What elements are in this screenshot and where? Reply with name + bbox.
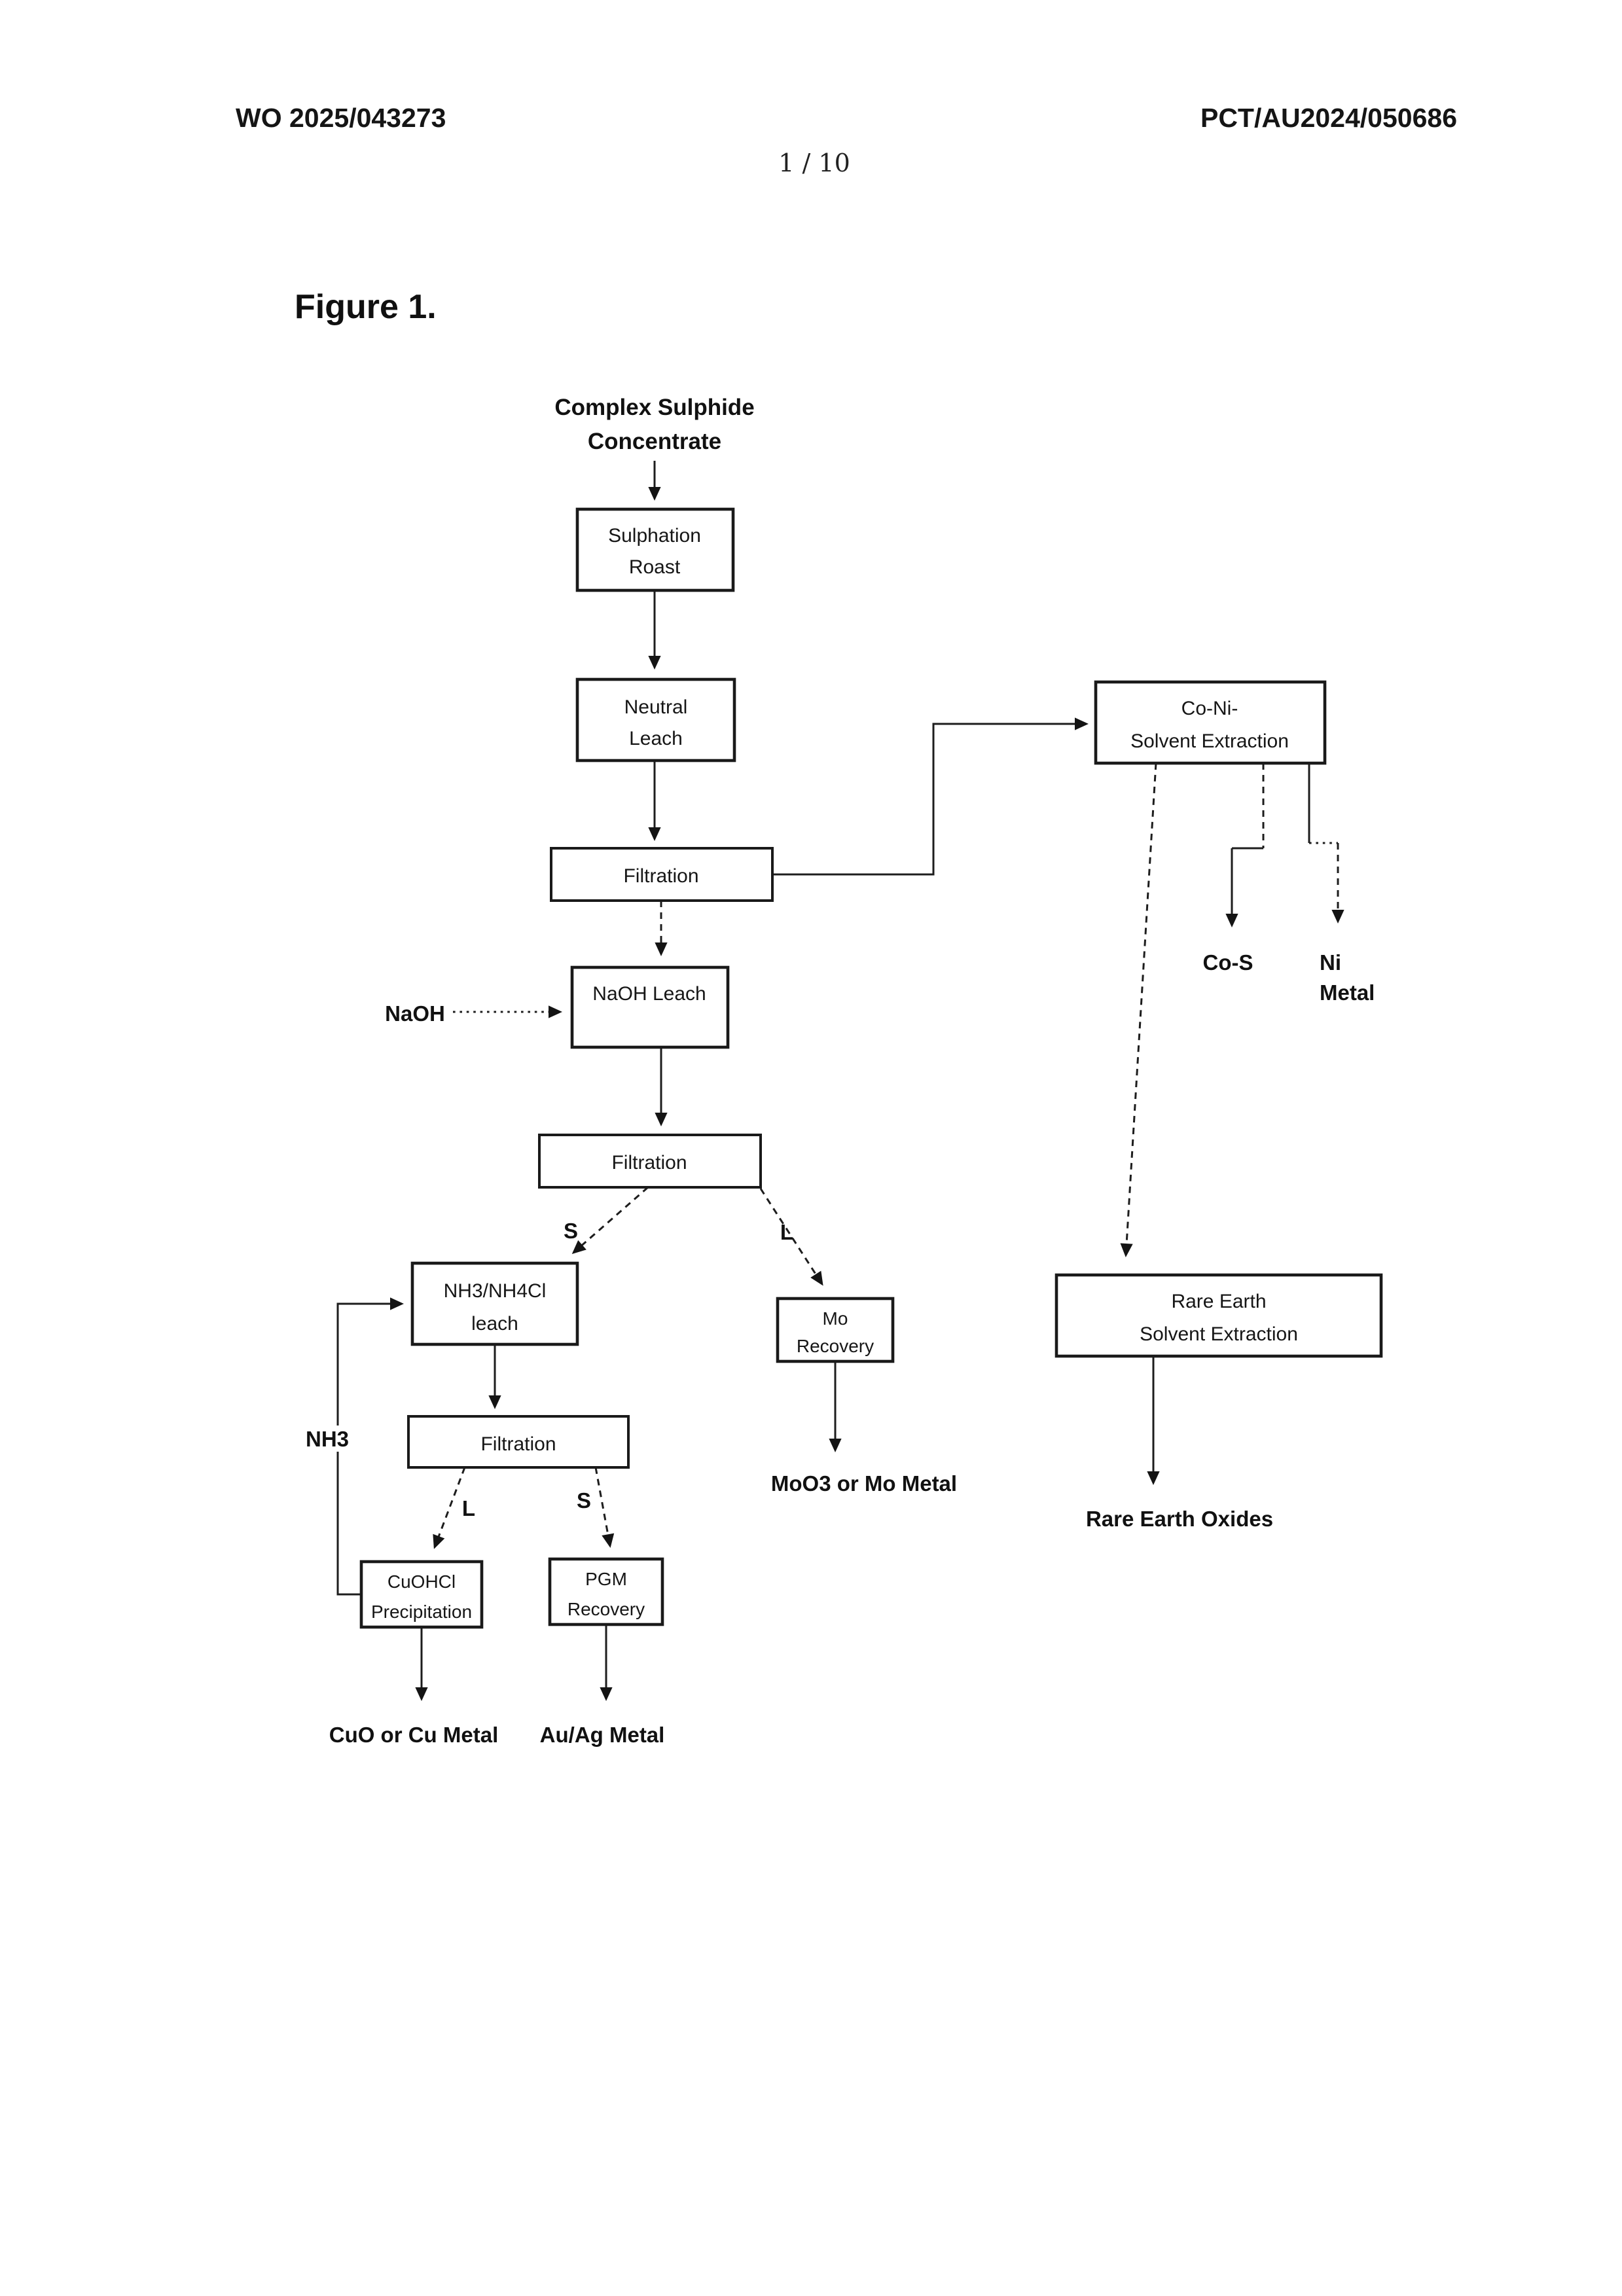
- node-filtration-3-label: Filtration: [480, 1433, 556, 1455]
- node-cuohcl-line2: Precipitation: [371, 1602, 472, 1622]
- node-pgm-line1: PGM: [585, 1569, 627, 1589]
- node-filtration-1-label: Filtration: [623, 865, 698, 887]
- node-mo-recovery-line1: Mo: [823, 1308, 848, 1329]
- node-coni-sx-line1: Co-Ni-: [1181, 698, 1238, 719]
- figure-title: Figure 1.: [295, 288, 437, 326]
- edge-filtration1-to-coni-sx: [772, 717, 1089, 876]
- node-cuohcl-precipitation: CuOHCl Precipitation: [359, 1560, 484, 1629]
- node-naoh-leach-label: NaOH Leach: [592, 983, 706, 1005]
- branch-label-f2-solids: S: [564, 1219, 578, 1243]
- node-nh3-nh4cl-leach: NH3/NH4Cl leach: [410, 1261, 579, 1346]
- edge-filtration3-liquid-to-cuohcl: [433, 1467, 466, 1549]
- node-mo-recovery-line2: Recovery: [797, 1336, 874, 1356]
- input-label-naoh: NaOH: [385, 1001, 445, 1026]
- node-cuohcl-line1: CuOHCl: [387, 1571, 456, 1592]
- node-pgm-recovery: PGM Recovery: [548, 1557, 664, 1626]
- node-nh3-leach-line1: NH3/NH4Cl: [444, 1280, 547, 1302]
- node-filtration-2: Filtration: [538, 1134, 762, 1189]
- node-neutral-leach-line1: Neutral: [624, 696, 688, 718]
- node-filtration-2-label: Filtration: [611, 1152, 687, 1174]
- edge-coni-sx-to-rare-earth-sx: [1120, 762, 1157, 1257]
- source-label-line2: Concentrate: [588, 429, 721, 454]
- nh3-label-backing: [296, 1426, 360, 1452]
- node-rare-earth-sx-line2: Solvent Extraction: [1140, 1323, 1298, 1345]
- output-label-rare-earth-oxides: Rare Earth Oxides: [1086, 1507, 1273, 1531]
- node-coni-solvent-extraction: Co-Ni- Solvent Extraction: [1094, 680, 1327, 765]
- output-label-moo3: MoO3 or Mo Metal: [771, 1471, 957, 1496]
- branch-label-f3-solids: S: [577, 1488, 591, 1513]
- output-label-cos: Co-S: [1203, 950, 1253, 975]
- node-neutral-leach-line2: Leach: [629, 728, 683, 749]
- node-sulphation-roast-line1: Sulphation: [608, 525, 701, 547]
- node-mo-recovery: Mo Recovery: [776, 1297, 895, 1363]
- node-neutral-leach: Neutral Leach: [575, 677, 736, 762]
- edge-filtration3-solids-to-pgm: [594, 1467, 615, 1548]
- node-naoh-leach: NaOH Leach: [570, 965, 730, 1049]
- header-application-number: PCT/AU2024/050686: [1200, 103, 1457, 133]
- output-label-auag: Au/Ag Metal: [540, 1723, 665, 1747]
- node-filtration-1: Filtration: [550, 847, 774, 902]
- node-coni-sx-line2: Solvent Extraction: [1130, 730, 1289, 752]
- output-label-ni-line2: Metal: [1320, 980, 1375, 1005]
- branch-label-f3-liquid: L: [462, 1496, 475, 1520]
- node-filtration-3: Filtration: [407, 1415, 630, 1469]
- edge-filtration2-liquid-to-mo-recovery: [759, 1188, 823, 1286]
- header-publication-number: WO 2025/043273: [236, 103, 446, 133]
- node-rare-earth-solvent-extraction: Rare Earth Solvent Extraction: [1054, 1273, 1383, 1358]
- node-pgm-line2: Recovery: [568, 1599, 645, 1619]
- source-label-line1: Complex Sulphide: [554, 395, 754, 420]
- page-number: 1 / 10: [778, 149, 850, 177]
- node-sulphation-roast-line2: Roast: [629, 556, 681, 578]
- node-rare-earth-sx-line1: Rare Earth: [1171, 1291, 1266, 1312]
- edge-filtration2-solids-to-nh3-leach: [571, 1186, 649, 1254]
- input-label-nh3: NH3: [306, 1427, 349, 1451]
- node-sulphation-roast: Sulphation Roast: [575, 507, 735, 592]
- branch-label-f2-liquid: L: [780, 1220, 793, 1244]
- output-label-ni-line1: Ni: [1320, 950, 1341, 975]
- node-nh3-leach-line2: leach: [471, 1313, 518, 1335]
- output-label-cuo: CuO or Cu Metal: [329, 1723, 499, 1747]
